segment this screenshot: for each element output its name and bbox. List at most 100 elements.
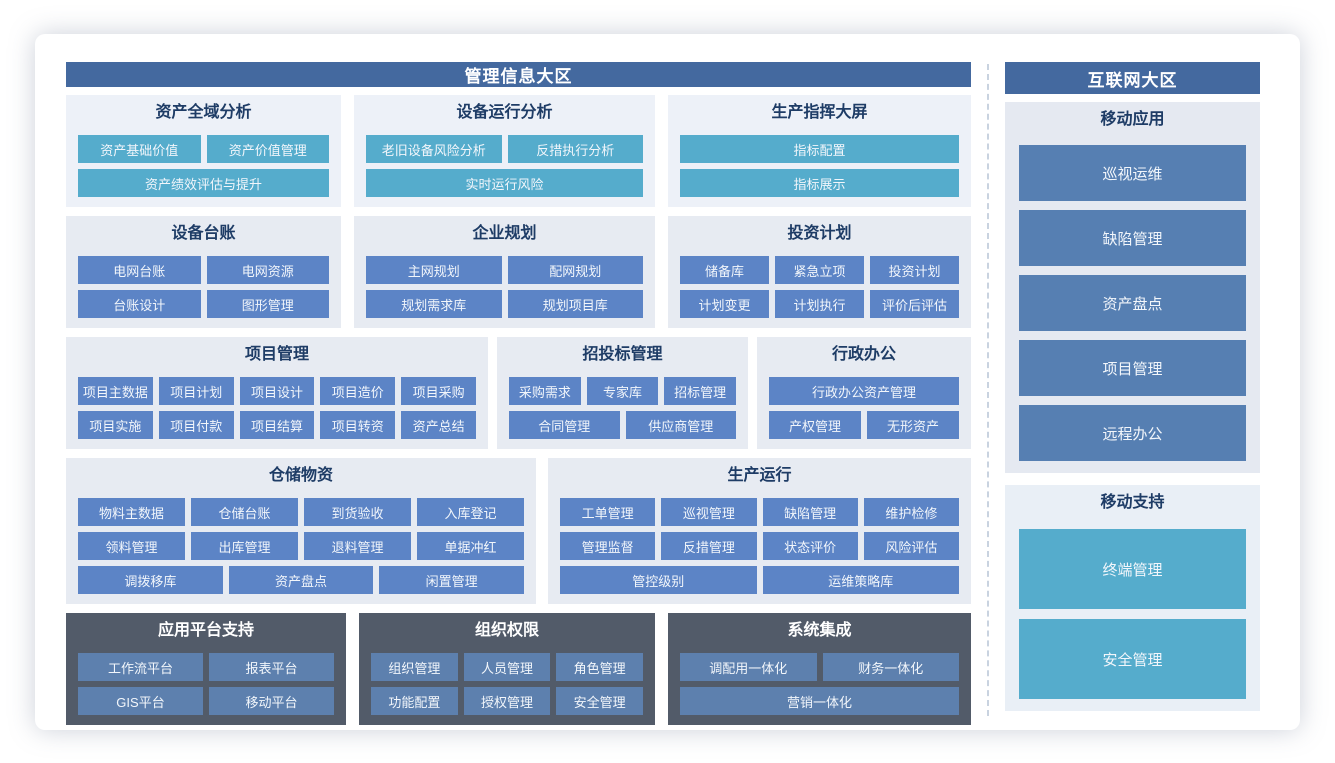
module-button[interactable]: 项目设计 bbox=[239, 377, 315, 405]
module-button[interactable]: 电网台账 bbox=[78, 256, 201, 284]
module-button[interactable]: 营销一体化 bbox=[680, 687, 959, 715]
module-button[interactable]: 资产基础价值 bbox=[78, 135, 201, 163]
module-button[interactable]: 项目转资 bbox=[320, 411, 396, 439]
module-button[interactable]: 缺陷管理 bbox=[1019, 210, 1246, 266]
module-button[interactable]: 合同管理 bbox=[509, 411, 620, 439]
panel-equipment-operation-analysis: 设备运行分析 老旧设备风险分析反措执行分析实时运行风险 bbox=[354, 95, 655, 207]
module-button[interactable]: 移动平台 bbox=[209, 687, 334, 715]
module-button[interactable]: 无形资产 bbox=[867, 411, 959, 439]
module-button[interactable]: 项目付款 bbox=[158, 411, 234, 439]
module-button[interactable]: 工单管理 bbox=[560, 498, 656, 526]
button-row: 调配用一体化财务一体化 bbox=[680, 653, 959, 681]
module-button[interactable]: 组织管理 bbox=[371, 653, 458, 681]
module-button[interactable]: GIS平台 bbox=[78, 687, 203, 715]
module-button[interactable]: 缺陷管理 bbox=[762, 498, 858, 526]
module-button[interactable]: 运维策略库 bbox=[762, 566, 959, 594]
module-button[interactable]: 远程办公 bbox=[1019, 405, 1246, 461]
module-button[interactable]: 工作流平台 bbox=[78, 653, 203, 681]
module-button[interactable]: 项目造价 bbox=[320, 377, 396, 405]
module-button[interactable]: 巡视管理 bbox=[661, 498, 757, 526]
module-button[interactable]: 电网资源 bbox=[206, 256, 329, 284]
module-button[interactable]: 出库管理 bbox=[191, 532, 298, 560]
zone-title-internet: 互联网大区 bbox=[1087, 70, 1178, 90]
module-button[interactable]: 资产盘点 bbox=[1019, 275, 1246, 331]
module-button[interactable]: 授权管理 bbox=[463, 687, 551, 715]
button-row: GIS平台移动平台 bbox=[78, 687, 334, 715]
module-button[interactable]: 项目实施 bbox=[78, 411, 153, 439]
module-button[interactable]: 报表平台 bbox=[209, 653, 334, 681]
module-button[interactable]: 配网规划 bbox=[507, 256, 643, 284]
module-button[interactable]: 资产价值管理 bbox=[206, 135, 329, 163]
module-button[interactable]: 领料管理 bbox=[78, 532, 185, 560]
panel-administrative-office: 行政办公 行政办公资产管理产权管理无形资产 bbox=[757, 337, 971, 449]
module-button[interactable]: 人员管理 bbox=[463, 653, 551, 681]
module-button[interactable]: 项目管理 bbox=[1019, 340, 1246, 396]
button-row: 终端管理 bbox=[1019, 528, 1246, 609]
module-button[interactable]: 状态评价 bbox=[762, 532, 858, 560]
button-row: 指标配置 bbox=[680, 135, 959, 163]
module-button[interactable]: 项目计划 bbox=[158, 377, 234, 405]
module-button[interactable]: 管控级别 bbox=[560, 566, 757, 594]
module-button[interactable]: 巡视运维 bbox=[1019, 145, 1246, 201]
module-button[interactable]: 物料主数据 bbox=[78, 498, 185, 526]
button-row: 电网台账电网资源 bbox=[78, 256, 329, 284]
panel-title: 项目管理 bbox=[244, 346, 309, 363]
module-button[interactable]: 图形管理 bbox=[206, 290, 329, 318]
module-button[interactable]: 采购需求 bbox=[509, 377, 581, 405]
module-button[interactable]: 评价后评估 bbox=[870, 290, 959, 318]
button-row: 组织管理人员管理角色管理 bbox=[371, 653, 644, 681]
panel-title: 系统集成 bbox=[787, 622, 852, 639]
module-button[interactable]: 角色管理 bbox=[556, 653, 644, 681]
module-button[interactable]: 指标展示 bbox=[680, 169, 959, 197]
module-button[interactable]: 功能配置 bbox=[371, 687, 458, 715]
module-button[interactable]: 行政办公资产管理 bbox=[769, 377, 959, 405]
module-button[interactable]: 管理监督 bbox=[560, 532, 656, 560]
module-button[interactable]: 指标配置 bbox=[680, 135, 959, 163]
module-button[interactable]: 专家库 bbox=[586, 377, 659, 405]
module-button[interactable]: 规划需求库 bbox=[366, 290, 502, 318]
module-button[interactable]: 台账设计 bbox=[78, 290, 201, 318]
architecture-card: 管理信息大区 资产全域分析 资产基础价值资产价值管理资产绩效评估与提升 设备运行… bbox=[35, 34, 1300, 730]
module-button[interactable]: 维护检修 bbox=[863, 498, 959, 526]
module-button[interactable]: 退料管理 bbox=[304, 532, 411, 560]
module-button[interactable]: 安全管理 bbox=[1019, 619, 1246, 699]
module-button[interactable]: 紧急立项 bbox=[775, 256, 864, 284]
module-button[interactable]: 安全管理 bbox=[556, 687, 644, 715]
button-row: 资产基础价值资产价值管理 bbox=[78, 135, 329, 163]
module-button[interactable]: 项目结算 bbox=[239, 411, 315, 439]
module-button[interactable]: 调配用一体化 bbox=[680, 653, 817, 681]
module-button[interactable]: 资产盘点 bbox=[228, 566, 374, 594]
module-button[interactable]: 招标管理 bbox=[664, 377, 737, 405]
module-button[interactable]: 计划执行 bbox=[775, 290, 864, 318]
button-row: 储备库紧急立项投资计划 bbox=[680, 256, 959, 284]
module-button[interactable]: 终端管理 bbox=[1019, 529, 1246, 609]
module-button[interactable]: 到货验收 bbox=[304, 498, 411, 526]
module-button[interactable]: 反措执行分析 bbox=[507, 135, 643, 163]
module-button[interactable]: 产权管理 bbox=[769, 411, 861, 439]
module-button[interactable]: 储备库 bbox=[680, 256, 769, 284]
module-button[interactable]: 资产绩效评估与提升 bbox=[78, 169, 329, 197]
module-button[interactable]: 单据冲红 bbox=[417, 532, 524, 560]
module-button[interactable]: 入库登记 bbox=[417, 498, 524, 526]
module-button[interactable]: 主网规划 bbox=[366, 256, 502, 284]
button-row: 远程办公 bbox=[1019, 405, 1246, 461]
module-button[interactable]: 项目主数据 bbox=[78, 377, 153, 405]
module-button[interactable]: 投资计划 bbox=[870, 256, 959, 284]
module-button[interactable]: 调拨移库 bbox=[78, 566, 223, 594]
module-button[interactable]: 规划项目库 bbox=[507, 290, 643, 318]
module-button[interactable]: 实时运行风险 bbox=[366, 169, 643, 197]
module-button[interactable]: 项目采购 bbox=[401, 377, 476, 405]
panel-title: 行政办公 bbox=[831, 346, 896, 363]
module-button[interactable]: 风险评估 bbox=[863, 532, 959, 560]
module-button[interactable]: 老旧设备风险分析 bbox=[366, 135, 502, 163]
module-button[interactable]: 仓储台账 bbox=[191, 498, 298, 526]
zone-header-internet: 互联网大区 bbox=[1005, 62, 1260, 94]
module-button[interactable]: 闲置管理 bbox=[379, 566, 525, 594]
module-button[interactable]: 供应商管理 bbox=[625, 411, 736, 439]
module-button[interactable]: 财务一体化 bbox=[822, 653, 959, 681]
module-button[interactable]: 资产总结 bbox=[401, 411, 476, 439]
panel-enterprise-planning: 企业规划 主网规划配网规划规划需求库规划项目库 bbox=[354, 216, 655, 328]
module-button[interactable]: 反措管理 bbox=[661, 532, 757, 560]
module-button[interactable]: 计划变更 bbox=[680, 290, 769, 318]
